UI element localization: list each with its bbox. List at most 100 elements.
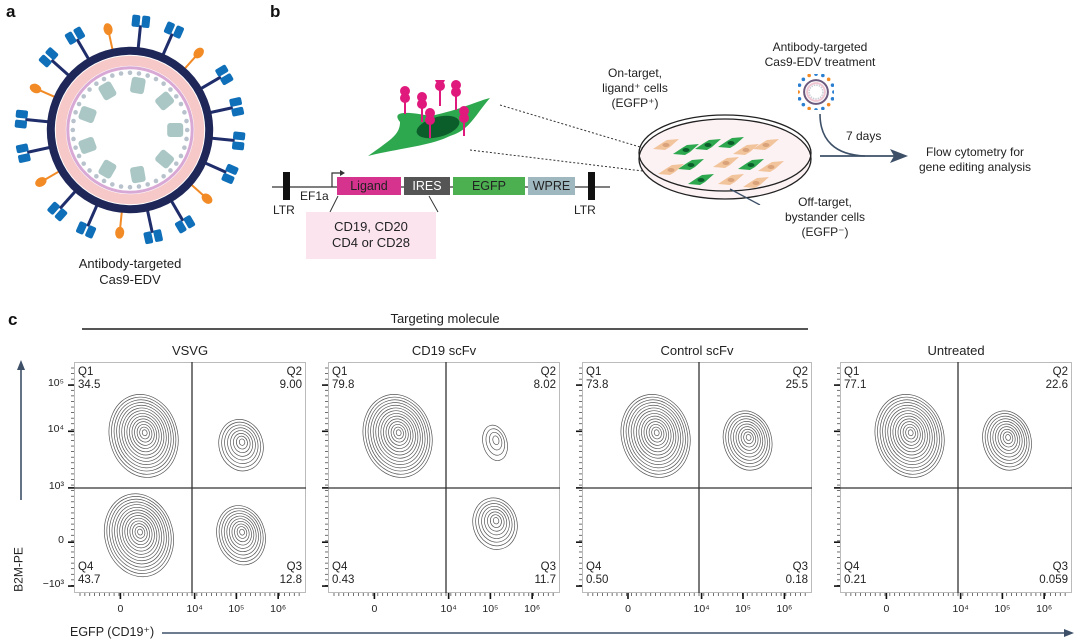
promoter-arrow-icon xyxy=(331,172,342,187)
contour-line xyxy=(393,426,404,440)
quadrant-name: Q2 xyxy=(540,366,556,378)
contour-line xyxy=(907,429,914,437)
x-tick-label: 10⁶ xyxy=(1036,603,1053,615)
targeting-molecule-header: Targeting molecule xyxy=(390,311,500,326)
contour-line xyxy=(481,505,510,539)
quadrant-percentage: 9.00 xyxy=(279,379,302,391)
contour-line xyxy=(106,496,172,574)
antibody-stalk xyxy=(203,161,227,174)
vsvg-stalk xyxy=(183,55,197,71)
x-tick-label: 10⁵ xyxy=(228,603,245,615)
vsvg-stalk xyxy=(107,32,114,51)
contour-line xyxy=(233,433,251,454)
contour-line xyxy=(221,421,262,468)
antibody-stalk xyxy=(25,118,50,124)
quadrant-name: Q1 xyxy=(586,366,602,378)
quadrant-name: Q2 xyxy=(792,366,808,378)
panel-c-letter: c xyxy=(8,310,18,329)
antibody-icon xyxy=(231,131,246,151)
antibody-icon xyxy=(143,229,163,245)
ligand-expressing-cell-icon xyxy=(368,80,490,156)
antibody-icon xyxy=(163,21,184,39)
contour-line xyxy=(877,396,943,475)
on-target-label: On-target, ligand⁺ cells (EGFP⁺) xyxy=(590,66,680,111)
off-target-line-2: bystander cells xyxy=(784,210,866,224)
contour-line xyxy=(987,415,1028,464)
off-target-line-3: (EGFP⁻) xyxy=(801,225,849,239)
y-tick-label: 10⁵ xyxy=(47,377,64,390)
contour-line xyxy=(385,418,412,449)
contour-line xyxy=(238,438,246,446)
contour-line xyxy=(229,518,255,549)
antibody-icon xyxy=(76,221,97,239)
contour-line xyxy=(984,413,1030,468)
population-contour-q4 xyxy=(104,493,174,578)
ligand-options-box: CD19, CD20 CD4 or CD28 xyxy=(306,212,436,259)
ltr-right-label: LTR xyxy=(574,203,596,217)
ligand-callout-lines xyxy=(329,195,439,213)
population-contour-q1 xyxy=(874,394,945,478)
on-target-line-3: (EGFP⁺) xyxy=(611,96,659,110)
antibody-stalk xyxy=(136,25,142,50)
flow-cytometry-plot xyxy=(834,362,1072,599)
cas9-rnp-icon xyxy=(78,136,97,154)
contour-line xyxy=(651,426,662,440)
contour-line xyxy=(489,431,503,451)
contour-line xyxy=(995,423,1021,455)
contour-line xyxy=(367,399,428,472)
vsvg-stalk xyxy=(38,89,57,99)
quadrant-name: Q1 xyxy=(78,366,94,378)
quadrant-percentage: 43.7 xyxy=(78,574,101,586)
contour-line xyxy=(377,410,419,459)
antibody-stalk xyxy=(75,38,91,61)
arrow-up-icon xyxy=(17,360,25,370)
quadrant-percentage: 34.5 xyxy=(78,379,101,391)
plot-frame xyxy=(328,362,560,593)
contour-line xyxy=(221,510,262,559)
antibody-stalk xyxy=(169,199,185,222)
vsvg-glycoprotein-icon xyxy=(29,83,42,94)
ltr-right-marker xyxy=(588,172,595,200)
quadrant-name: Q4 xyxy=(586,561,602,573)
y-tick-label: −10³ xyxy=(42,578,64,591)
contour-line xyxy=(1000,428,1016,448)
cas9-rnp-icon xyxy=(167,123,184,137)
x-tick-label: 10⁴ xyxy=(952,603,969,615)
contour-line xyxy=(236,526,248,539)
cas9-rnp-icon xyxy=(155,91,175,111)
contour-line xyxy=(648,423,665,443)
antibody-icon xyxy=(174,215,196,234)
contour-line xyxy=(735,423,761,455)
workflow-arrow xyxy=(819,113,908,163)
construct-segment-egfp: EGFP xyxy=(453,177,525,195)
cas9-rnp-icon xyxy=(98,81,117,101)
contour-line xyxy=(116,506,162,562)
quadrant-name: Q2 xyxy=(1052,366,1068,378)
contour-line xyxy=(123,410,165,459)
contour-line xyxy=(1005,434,1011,441)
y-axis-label: B2M-PE xyxy=(11,547,26,592)
plot-title: CD19 scFv xyxy=(411,343,477,358)
contour-line xyxy=(129,415,160,453)
contour-line xyxy=(889,410,931,459)
contour-line xyxy=(231,520,252,546)
contour-line xyxy=(104,493,174,578)
x-tick-label: 0 xyxy=(117,603,124,615)
quadrant-name: Q3 xyxy=(286,561,302,573)
cas9-rnp-icon xyxy=(130,165,146,184)
contour-line xyxy=(638,413,674,456)
contour-line xyxy=(492,517,500,525)
contour-line xyxy=(475,500,516,547)
on-target-line-2: ligand⁺ cells xyxy=(602,81,668,95)
antibody-icon xyxy=(14,109,29,129)
panel-b-letter: b xyxy=(270,2,281,21)
x-tick-label: 10⁶ xyxy=(524,603,541,615)
contour-line xyxy=(641,415,672,453)
